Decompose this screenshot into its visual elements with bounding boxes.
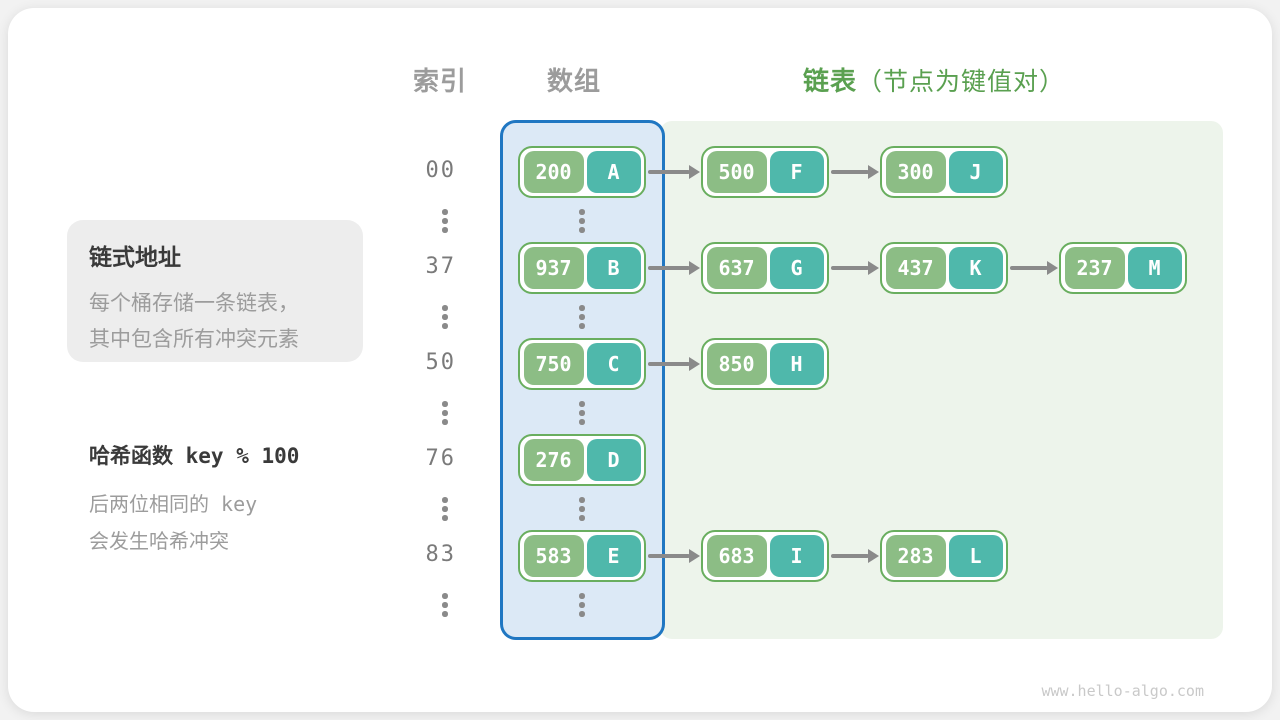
diagram-card: 索引 数组 链表（节点为键值对） 链式地址 每个桶存储一条链表， 其中包含所有冲… <box>8 8 1272 712</box>
node-key: 850 <box>706 343 767 385</box>
linked-list-label: 链表 <box>803 66 858 96</box>
next-pointer-arrow <box>831 266 869 270</box>
array-ellipsis <box>579 209 585 233</box>
hash-note-line: 后两位相同的 key <box>89 492 258 516</box>
node-value: G <box>769 247 824 289</box>
array-ellipsis <box>579 593 585 617</box>
node-value: I <box>769 535 824 577</box>
node-key: 437 <box>885 247 946 289</box>
node-key: 237 <box>1064 247 1125 289</box>
node-value: A <box>586 151 641 193</box>
next-pointer-arrow <box>648 362 690 366</box>
array-ellipsis <box>579 305 585 329</box>
node-value: C <box>586 343 641 385</box>
node-value: L <box>948 535 1003 577</box>
node-value: F <box>769 151 824 193</box>
info-box-title: 链式地址 <box>89 244 181 270</box>
node-value: J <box>948 151 1003 193</box>
linked-list-note: （节点为键值对） <box>857 68 1066 96</box>
column-header-array: 数组 <box>547 66 602 96</box>
index-ellipsis <box>442 497 448 521</box>
column-header-index: 索引 <box>413 66 468 96</box>
next-pointer-arrow <box>648 266 690 270</box>
index-label: 37 <box>425 254 456 279</box>
index-ellipsis <box>442 401 448 425</box>
index-label: 50 <box>425 350 456 375</box>
index-label: 00 <box>425 158 456 183</box>
node-value: D <box>586 439 641 481</box>
hash-function-formula: 哈希函数 key % 100 <box>89 444 300 468</box>
info-box: 链式地址 每个桶存储一条链表， 其中包含所有冲突元素 <box>67 220 363 362</box>
node-value: K <box>948 247 1003 289</box>
next-pointer-arrow <box>831 170 869 174</box>
index-ellipsis <box>442 305 448 329</box>
next-pointer-arrow <box>648 170 690 174</box>
node-key: 500 <box>706 151 767 193</box>
watermark: www.hello-algo.com <box>1041 682 1204 700</box>
column-header-linked-list: 链表（节点为键值对） <box>803 61 1065 98</box>
node-key: 937 <box>523 247 584 289</box>
index-ellipsis <box>442 209 448 233</box>
node-value: M <box>1127 247 1182 289</box>
node-key: 750 <box>523 343 584 385</box>
array-ellipsis <box>579 497 585 521</box>
node-key: 583 <box>523 535 584 577</box>
node-value: B <box>586 247 641 289</box>
info-box-line: 其中包含所有冲突元素 <box>89 328 299 351</box>
info-box-line: 每个桶存储一条链表， <box>89 292 299 315</box>
node-value: H <box>769 343 824 385</box>
index-label: 83 <box>425 542 456 567</box>
hash-note-line: 会发生哈希冲突 <box>89 529 229 553</box>
node-key: 637 <box>706 247 767 289</box>
node-key: 683 <box>706 535 767 577</box>
node-key: 300 <box>885 151 946 193</box>
node-key: 276 <box>523 439 584 481</box>
index-ellipsis <box>442 593 448 617</box>
node-value: E <box>586 535 641 577</box>
hash-note: 哈希函数 key % 100 后两位相同的 key 会发生哈希冲突 <box>89 440 299 560</box>
array-ellipsis <box>579 401 585 425</box>
node-key: 283 <box>885 535 946 577</box>
next-pointer-arrow <box>1010 266 1048 270</box>
node-key: 200 <box>523 151 584 193</box>
next-pointer-arrow <box>831 554 869 558</box>
next-pointer-arrow <box>648 554 690 558</box>
index-label: 76 <box>425 446 456 471</box>
